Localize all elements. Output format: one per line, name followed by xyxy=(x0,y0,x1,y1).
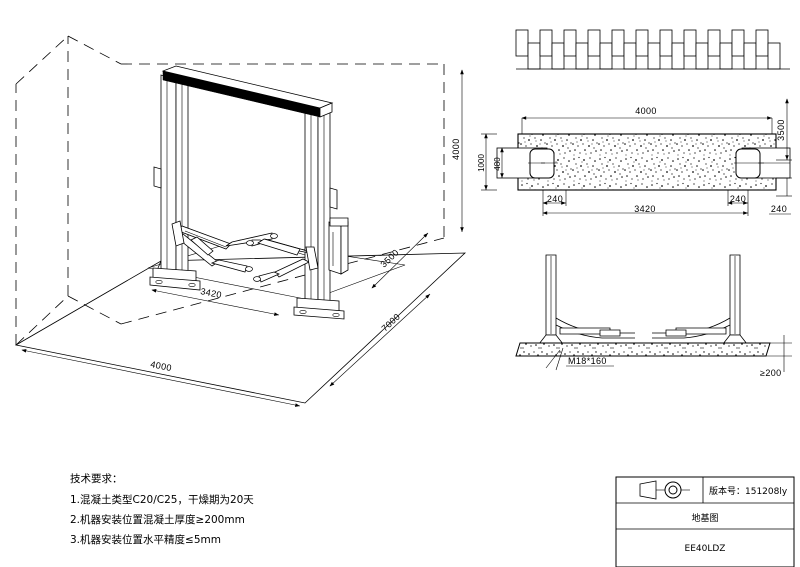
iso-dimension-7000: 7000 xyxy=(329,293,431,387)
note-item-1: 1.混凝土类型C20/C25，干燥期为20天 xyxy=(70,493,254,506)
version-label: 版本号：151208ly xyxy=(709,485,788,497)
lift-left-column xyxy=(149,74,201,291)
technical-notes-block: 技术要求： 1.混凝土类型C20/C25，干燥期为20天 2.机器安装位置混凝土… xyxy=(70,472,254,546)
plan-dim-1000-label: 1000 xyxy=(477,154,486,172)
plan-concrete-slab xyxy=(517,133,777,191)
section-break-pattern xyxy=(515,29,790,70)
plan-anchor-pad-left xyxy=(496,147,558,179)
plan-dimension-side-240: 240 xyxy=(769,177,792,215)
iso-dimension-3500: 3500 xyxy=(371,232,429,289)
elevation-concrete-slab xyxy=(515,342,771,357)
slab-thickness-dim: ≥200 xyxy=(760,335,792,378)
iso-dimension-3420: 3420 xyxy=(151,286,280,316)
note-item-3: 3.机器安装位置水平精度≤5mm xyxy=(70,533,221,546)
iso-dimension-4000: 4000 xyxy=(21,349,301,407)
drawing-name-label: 地基图 xyxy=(691,512,718,524)
lift-left-arms xyxy=(171,220,278,273)
anchor-bolt-label: M18*160 xyxy=(568,356,607,366)
front-elevation-view: M18*160 ≥200 xyxy=(515,254,792,378)
elevation-lift-arms xyxy=(555,317,731,339)
plan-dimension-1000: 1000 xyxy=(477,133,497,191)
lift-right-column xyxy=(293,105,349,320)
first-angle-projection-symbol xyxy=(639,480,690,500)
isometric-3d-view: 3420 4000 3500 7000 4000 xyxy=(14,35,467,407)
plan-dim-480-label: 480 xyxy=(493,157,502,171)
elevation-right-post xyxy=(722,254,748,345)
plan-dim-side-240-label: 240 xyxy=(771,204,787,214)
iso-dim-3420-label: 3420 xyxy=(200,286,223,300)
iso-floor-slab xyxy=(14,252,467,404)
slab-thickness-label: ≥200 xyxy=(760,368,782,378)
plan-dim-3420-label: 3420 xyxy=(634,204,656,214)
plan-dimension-3500: 3500 xyxy=(776,98,792,161)
lift-overhead-beam xyxy=(161,65,334,118)
title-block-frame xyxy=(615,476,795,567)
iso-dim-height-4000-label: 4000 xyxy=(451,138,461,160)
plan-dim-right-240-label: 240 xyxy=(730,194,746,204)
plan-dimension-row-bottom: 240 240 3420 xyxy=(542,190,749,216)
elevation-left-post xyxy=(538,254,564,345)
two-post-lift-assembly xyxy=(149,65,349,320)
anchor-bolt-callout: M18*160 xyxy=(545,347,614,371)
iso-dimension-height-4000: 4000 xyxy=(451,69,464,232)
plan-dim-4000-label: 4000 xyxy=(635,106,657,116)
plan-dim-3500-label: 3500 xyxy=(776,119,786,141)
notes-title: 技术要求： xyxy=(70,472,123,485)
plan-dim-left-240-label: 240 xyxy=(547,194,563,204)
iso-dim-3500-label: 3500 xyxy=(378,247,401,269)
note-item-2: 2.机器安装位置混凝土厚度≥200mm xyxy=(70,513,245,526)
plan-dimension-4000: 4000 xyxy=(521,106,773,134)
lift-upper-arm-set xyxy=(190,236,301,256)
plan-dimension-480: 480 xyxy=(493,147,504,178)
foundation-plan-view: 4000 3500 1000 480 xyxy=(477,98,792,216)
iso-dim-4000-label: 4000 xyxy=(150,359,173,373)
title-block: 版本号：151208ly 地基图 EE40LDZ xyxy=(615,476,795,567)
model-code-label: EE40LDZ xyxy=(685,544,726,554)
